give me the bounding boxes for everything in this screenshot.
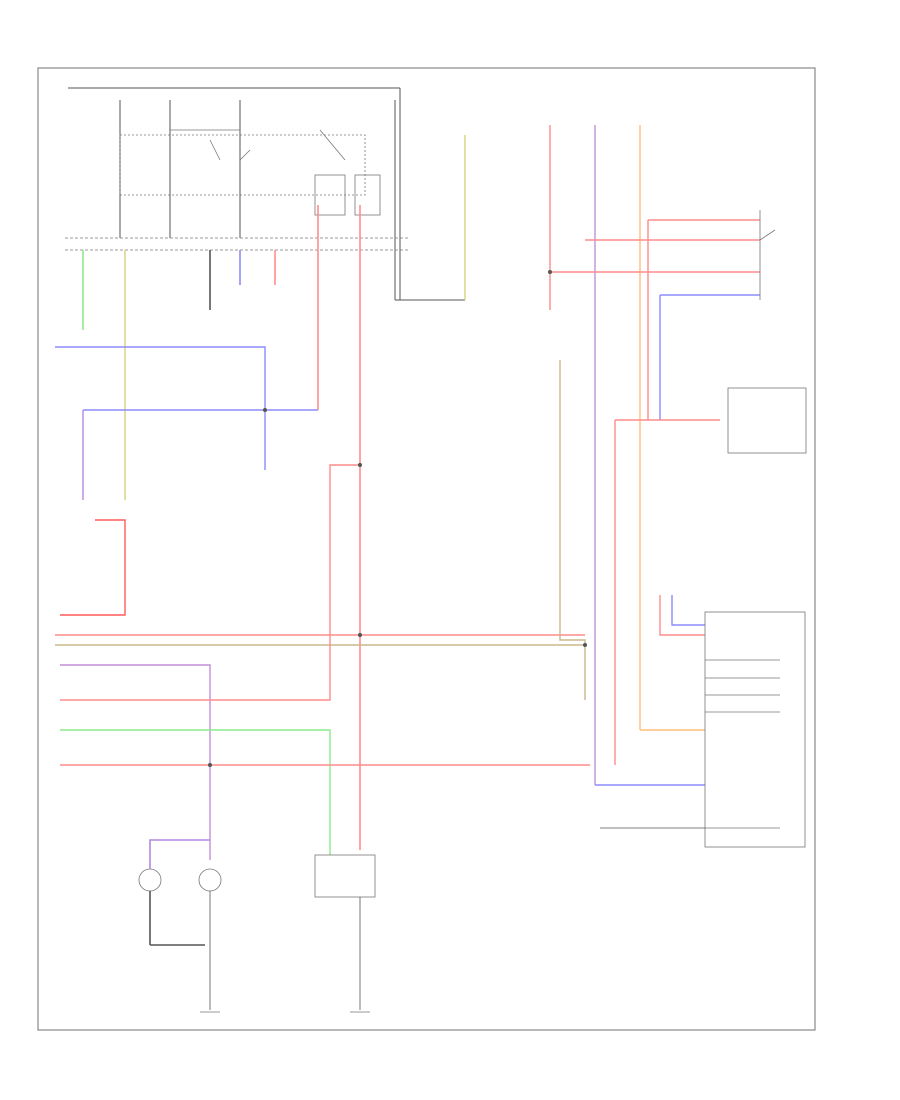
wires-right — [549, 125, 760, 786]
right-components — [600, 210, 807, 848]
relay-box — [119, 129, 381, 216]
bottom-components — [138, 839, 376, 1013]
diagram-frame — [37, 67, 816, 1031]
wires-top — [82, 135, 466, 850]
junction-dots — [208, 270, 587, 767]
wires-left — [55, 346, 590, 860]
top-bus — [68, 87, 465, 301]
connector-strip — [65, 237, 410, 251]
